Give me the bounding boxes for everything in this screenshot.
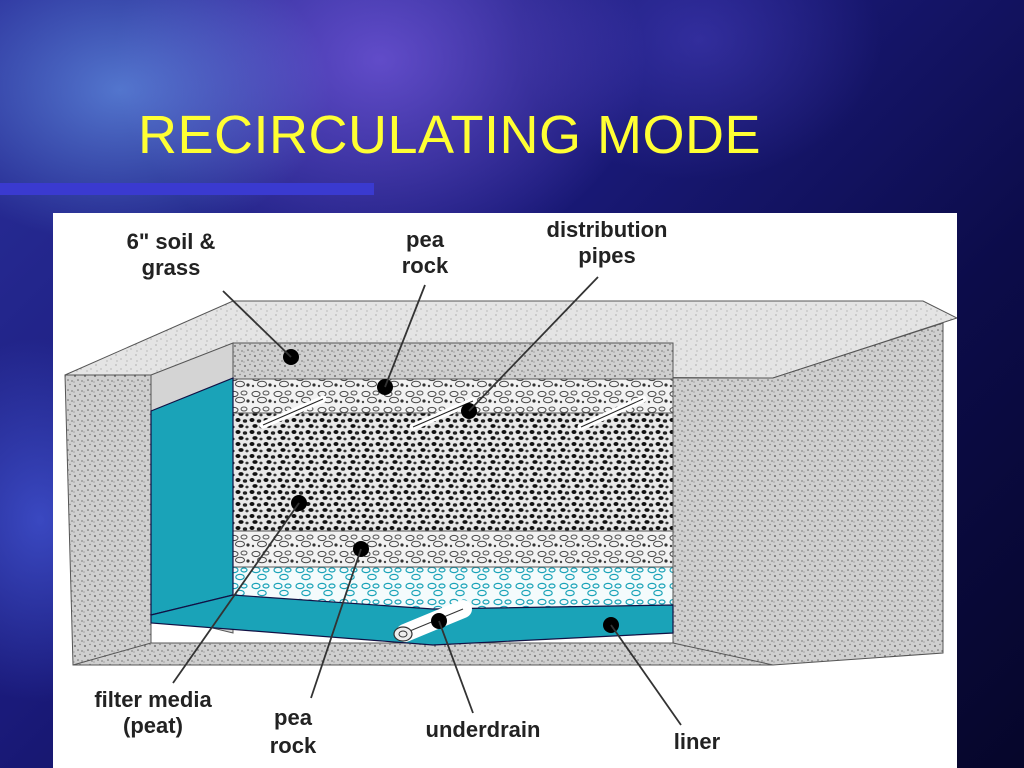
label-soil-line-2: grass — [142, 255, 201, 280]
label-pea-rock-top-line-2: rock — [402, 253, 449, 278]
label-liner: liner — [674, 729, 721, 754]
diagram-canvas: 6" soil & grass pea rock distribution pi… — [64, 217, 957, 758]
slide-title: RECIRCULATING MODE — [138, 105, 762, 165]
soil-layer — [232, 342, 674, 380]
label-soil-line-1: 6" soil & — [127, 229, 216, 254]
distribution-pipe-edge — [262, 398, 324, 426]
label-underdrain: underdrain — [426, 717, 541, 742]
liner-bottom — [150, 594, 674, 646]
ground-bottom-face — [72, 642, 774, 666]
label-distribution-line-2: pipes — [578, 243, 635, 268]
label-distribution-line-1: distribution — [547, 217, 668, 242]
pea-rock-bottom-layer — [232, 530, 674, 568]
distribution-pipe-edge — [412, 400, 474, 428]
leader-lines — [172, 276, 682, 726]
peat-layer — [232, 412, 674, 532]
label-pea-rock-bottom-line-1: pea — [274, 705, 313, 730]
label-pea-rock-top-line-1: pea — [406, 227, 445, 252]
label-pea-rock-bottom-line-2: rock — [270, 733, 317, 758]
title-underline — [0, 183, 374, 195]
sand-filter-diagram: 6" soil & grass pea rock distribution pi… — [53, 213, 957, 768]
distribution-pipe-edge — [580, 398, 644, 428]
label-filter-media-line-2: (peat) — [123, 713, 183, 738]
liner-left-wall — [150, 377, 234, 616]
label-filter-media-line-1: filter media — [94, 687, 212, 712]
ground-left-face — [64, 374, 152, 666]
